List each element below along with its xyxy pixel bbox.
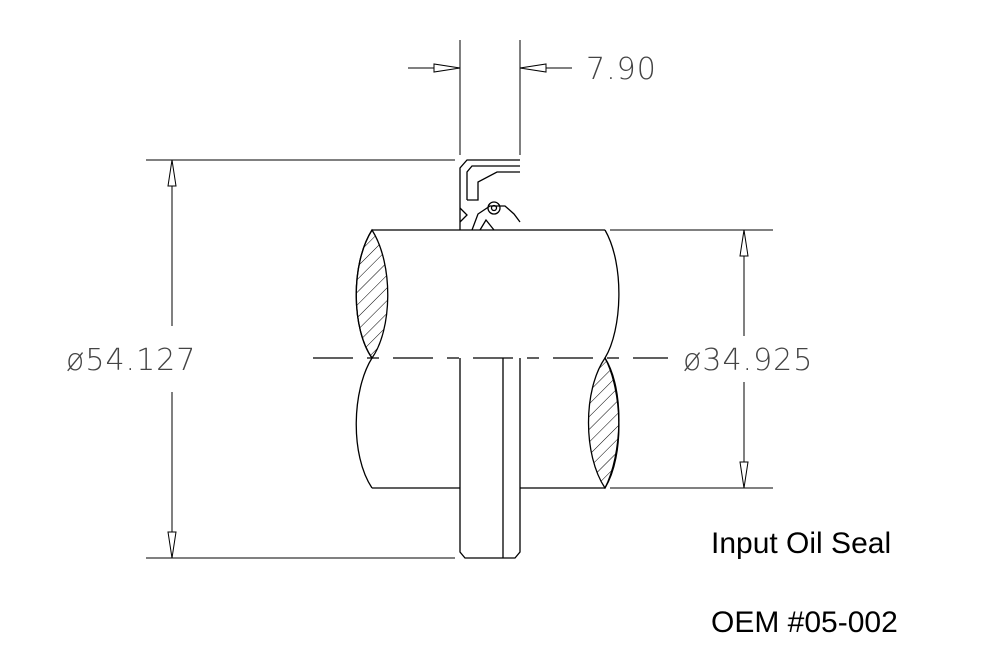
outer-diameter-dimension: ø54.127 xyxy=(66,159,455,559)
shaft xyxy=(355,228,620,490)
seal-lower-section xyxy=(459,358,521,559)
oem-number: OEM #05-002 xyxy=(711,606,898,639)
outer-diameter-label: ø54.127 xyxy=(66,343,196,378)
part-name: Input Oil Seal xyxy=(711,527,892,560)
seal-upper-profile xyxy=(459,159,521,231)
left-break-hatch xyxy=(355,228,389,360)
shaft-diameter-dimension: ø34.925 xyxy=(610,229,813,489)
shaft-diameter-label: ø34.925 xyxy=(683,343,813,378)
width-dimension: 7.90 xyxy=(408,40,657,155)
right-break-hatch xyxy=(587,356,620,490)
width-dimension-label: 7.90 xyxy=(586,52,657,87)
